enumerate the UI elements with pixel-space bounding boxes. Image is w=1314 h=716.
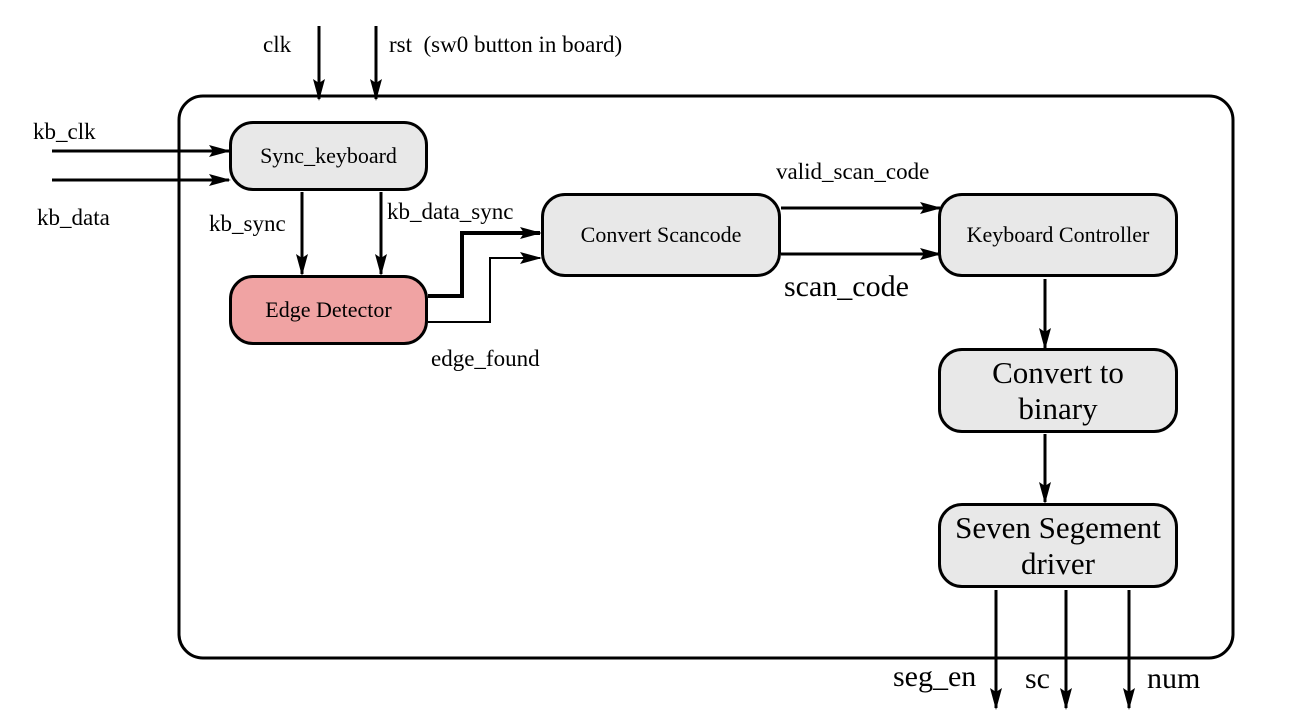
edge-detector-label: Edge Detector	[265, 297, 392, 323]
rst-label: rst (sw0 button in board)	[389, 32, 623, 57]
scan-code-label: scan_code	[784, 270, 909, 303]
clk-label: clk	[263, 32, 292, 57]
keyboard-controller-block: Keyboard Controller	[938, 193, 1178, 277]
edge-detector-block: Edge Detector	[229, 275, 428, 345]
valid-scan-code-label: valid_scan_code	[776, 159, 930, 184]
seven-segment-label-line1: Seven Segement	[955, 509, 1161, 545]
convert-binary-label-line1: Convert to	[992, 354, 1124, 390]
sync-keyboard-label: Sync_keyboard	[260, 143, 397, 169]
module-boundary	[177, 94, 1235, 660]
convert-scancode-block: Convert Scancode	[541, 193, 781, 277]
convert-scancode-label: Convert Scancode	[580, 222, 742, 248]
num-label: num	[1147, 662, 1201, 695]
seven-segment-label-line2: driver	[1020, 545, 1096, 581]
edge-found-label: edge_found	[431, 346, 540, 371]
kb-data-sync-label: kb_data_sync	[387, 199, 514, 224]
convert-binary-label-line2: binary	[1018, 390, 1098, 426]
kb-data-sync-to-scancode-arrow	[428, 227, 542, 298]
kb-clk-label: kb_clk	[33, 119, 96, 144]
edge-found-arrow	[428, 252, 542, 323]
keyboard-controller-label: Keyboard Controller	[966, 222, 1150, 248]
convert-binary-block: Convert to binary	[938, 348, 1178, 433]
sync-keyboard-block: Sync_keyboard	[229, 121, 428, 191]
kb-sync-label: kb_sync	[209, 211, 286, 236]
seg-en-label: seg_en	[893, 660, 977, 693]
seven-segment-block: Seven Segement driver	[938, 503, 1178, 588]
sc-label: sc	[1025, 662, 1050, 695]
kb-data-label: kb_data	[37, 205, 110, 230]
